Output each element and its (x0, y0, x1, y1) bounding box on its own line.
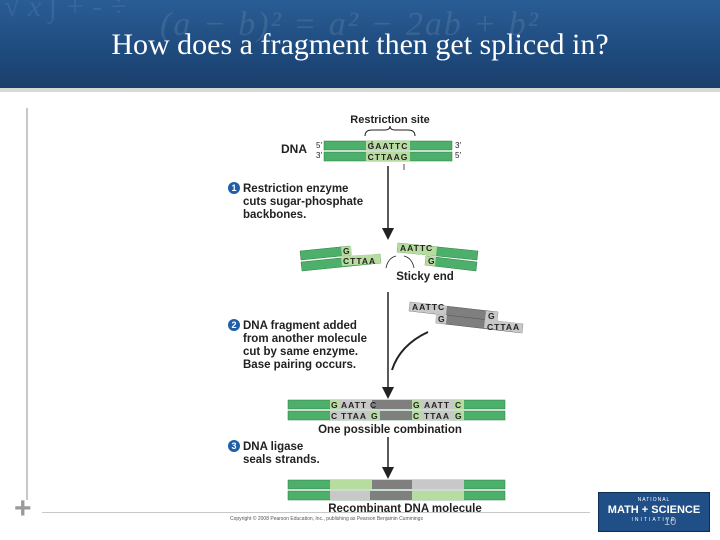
right-fragment: AATTC G (396, 242, 479, 272)
site-top-highlight (366, 141, 410, 150)
copyright-text: Copyright © 2008 Pearson Education, Inc.… (230, 516, 423, 522)
logo-line2: MATH + SCIENCE (607, 504, 701, 516)
combo-bottom-seq: C TTAA G C TTAA G (331, 411, 462, 421)
step2-number: 2 (231, 320, 236, 330)
step2-text: DNA fragment added from another molecule… (243, 320, 370, 371)
one-possible-label: One possible combination (318, 424, 462, 436)
combination-molecule: G AATT C G AATT C C TTAA G C TTAA G (287, 399, 506, 421)
top-sequence: GAATTC (368, 141, 409, 151)
bottom-3prime: 3′ (316, 151, 322, 160)
step3-badge (228, 440, 240, 452)
step1-badge (228, 182, 240, 194)
step3-number: 3 (231, 441, 236, 451)
incoming-fragment: AATTC G G CTTAA (408, 301, 524, 334)
site-bottom-highlight (366, 152, 410, 161)
bottom-5prime: 5′ (455, 151, 461, 160)
left-fragment: G CTTAA (299, 245, 382, 272)
recombinant-label: Recombinant DNA molecule (328, 503, 482, 515)
sticky-end-label: Sticky end (396, 271, 454, 283)
top-5prime: 5′ (316, 141, 322, 150)
curved-arrow-tail (391, 331, 429, 371)
left-frag-bottom: CTTAA (343, 256, 376, 266)
step1-text: Restriction enzyme cuts sugar-phosphate … (243, 183, 366, 221)
logo-line3: INITIATIVE (631, 517, 677, 523)
restriction-site-bracket (364, 125, 416, 137)
bottom-sequence: CTTAAG (368, 152, 409, 162)
right-frag-top: AATTC (400, 243, 433, 253)
step2-badge (228, 319, 240, 331)
left-rule (26, 108, 28, 500)
incoming-bottom-right: CTTAA (487, 322, 520, 332)
header-math-decoration-2: (a − b)² = a² − 2ab + b² (160, 6, 540, 43)
top-3prime: 3′ (455, 141, 461, 150)
header-math-decoration: √ x ∫ + - ÷ (4, 0, 127, 23)
slide-header: √ x ∫ + - ÷ (a − b)² = a² − 2ab + b² How… (0, 0, 720, 88)
incoming-top: AATTC (412, 302, 445, 312)
plus-icon: + (14, 492, 32, 525)
dna-label: DNA (281, 142, 307, 156)
slide-title: How does a fragment then get spliced in? (111, 28, 609, 61)
header-divider (0, 88, 720, 92)
bottom-rule (42, 512, 590, 513)
combo-top-seq: G AATT C G AATT C (331, 400, 461, 410)
nmsi-logo: NATIONAL MATH + SCIENCE INITIATIVE (598, 492, 710, 532)
logo-line1: NATIONAL (637, 497, 671, 503)
step3-text: DNA ligase seals strands. (243, 441, 320, 466)
sticky-end-brackets (385, 255, 415, 269)
step1-number: 1 (231, 183, 236, 193)
incoming-top-right: G (488, 311, 495, 321)
left-frag-top: G (343, 246, 350, 256)
right-frag-bottom: G (428, 256, 435, 266)
incoming-bottom-left: G (438, 314, 445, 324)
restriction-site-label: Restriction site (350, 114, 429, 126)
recombinant-molecule (287, 479, 506, 501)
page-number: 10 (664, 516, 677, 528)
